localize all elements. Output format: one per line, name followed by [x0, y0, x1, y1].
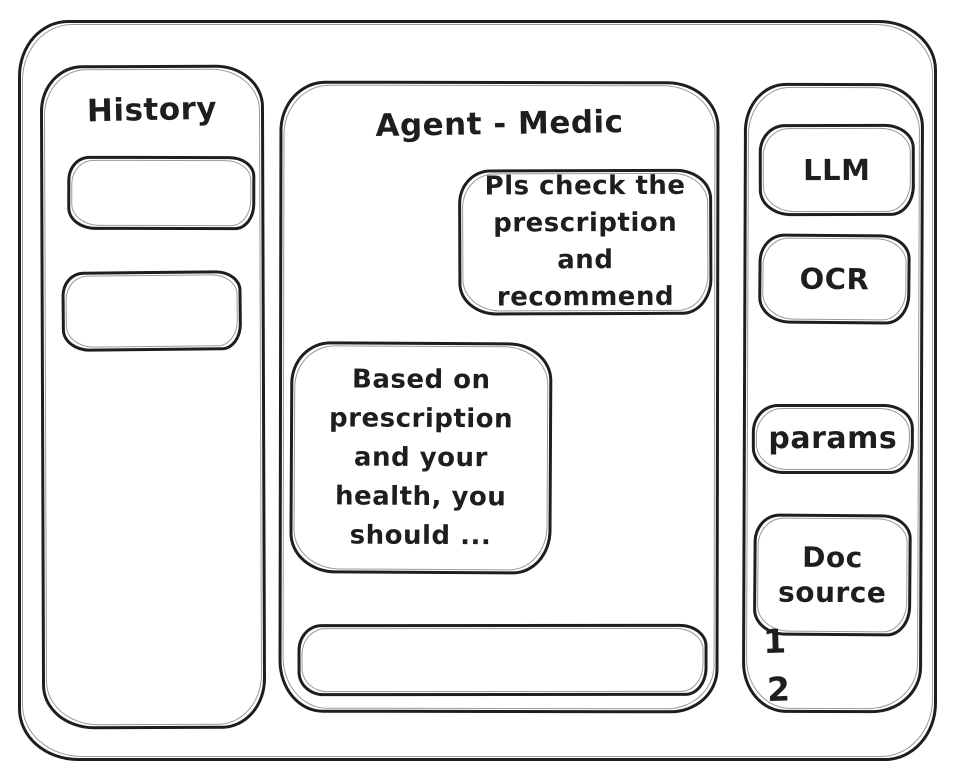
llm-button[interactable]: LLM — [758, 123, 915, 217]
user-message-text: Pls check the prescription and recommend — [484, 170, 686, 313]
message-input[interactable] — [300, 626, 705, 694]
app-window: History Agent - Medic Pls check the pres… — [18, 20, 937, 761]
history-title: History — [86, 90, 218, 130]
user-message-bubble: Pls check the prescription and recommend — [458, 168, 713, 316]
chat-title: Agent - Medic — [375, 104, 624, 144]
history-item[interactable] — [61, 270, 243, 352]
agent-message-bubble: Based on prescription and your health, y… — [289, 341, 553, 575]
params-button[interactable]: params — [751, 403, 914, 474]
doc-source-button[interactable]: Doc source — [752, 513, 912, 637]
ocr-button[interactable]: OCR — [758, 233, 911, 325]
history-panel: History — [39, 64, 267, 730]
doc-source-item[interactable]: 1 — [762, 621, 788, 662]
doc-source-item[interactable]: 2 — [766, 669, 792, 710]
message-input-container — [297, 623, 708, 697]
agent-message-text: Based on prescription and your health, y… — [329, 364, 514, 551]
history-item[interactable] — [67, 155, 256, 231]
chat-panel: Agent - Medic Pls check the prescription… — [278, 80, 720, 714]
tools-panel: LLM OCR params Doc source 1 2 — [741, 82, 925, 714]
